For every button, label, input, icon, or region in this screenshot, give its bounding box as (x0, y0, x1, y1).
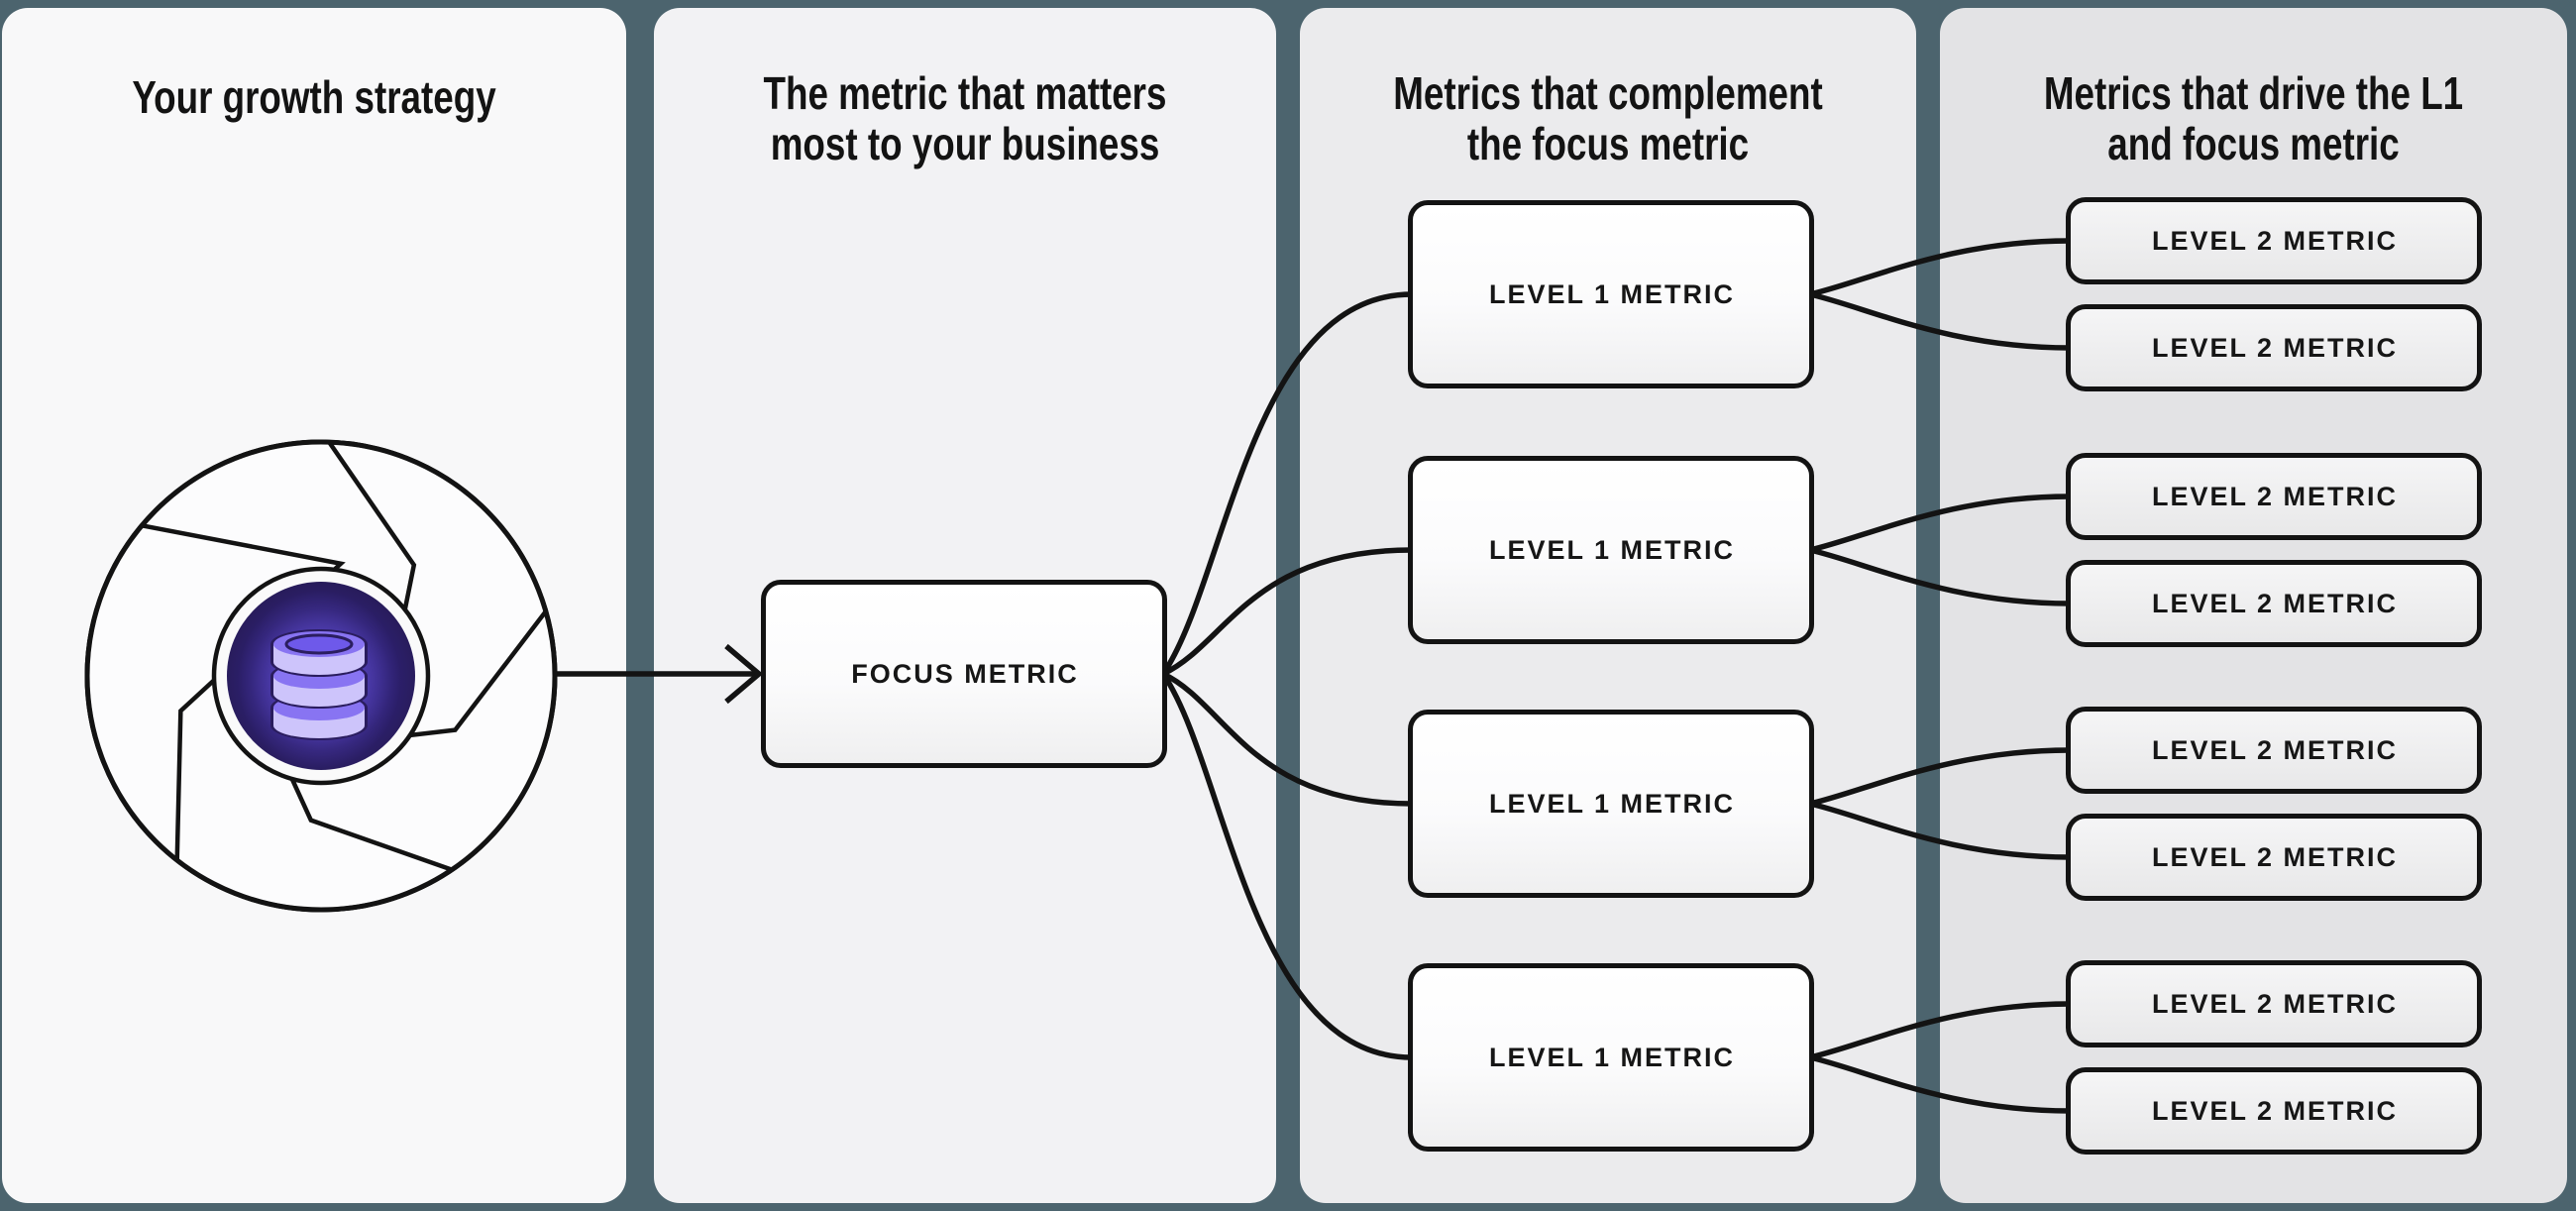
connector-l1c-l2-2 (1809, 801, 2071, 860)
level1-metric-node: LEVEL 1 METRIC (1408, 963, 1814, 1152)
column-title-focus-metric: The metric that matters most to your bus… (716, 68, 1214, 169)
title-line: and focus metric (2107, 118, 2400, 169)
level2-metric-node: LEVEL 2 METRIC (2066, 814, 2482, 901)
level2-metric-node: LEVEL 2 METRIC (2066, 304, 2482, 391)
title-line: Your growth strategy (132, 71, 496, 123)
title-line: Metrics that complement (1393, 67, 1823, 119)
column-title-level1: Metrics that complement the focus metric (1361, 68, 1855, 169)
connector-l1d-l2-2 (1809, 1054, 2071, 1114)
connectors-l1-to-l2 (1809, 238, 2071, 1114)
title-line: The metric that matters (763, 67, 1167, 119)
title-line: Metrics that drive the L1 (2043, 67, 2464, 119)
connector-l1d-l2-1 (1809, 1001, 2071, 1060)
level2-metric-node: LEVEL 2 METRIC (2066, 453, 2482, 540)
title-line: most to your business (770, 118, 1160, 169)
database-icon (238, 591, 400, 769)
connector-focus-l1-4 (1160, 672, 1413, 1060)
connector-l1b-l2-1 (1809, 494, 2071, 553)
connector-l1c-l2-1 (1809, 747, 2071, 807)
connector-l1a-l2-2 (1809, 291, 2071, 351)
focus-metric-node: FOCUS METRIC (761, 580, 1167, 768)
level2-metric-node: LEVEL 2 METRIC (2066, 960, 2482, 1047)
level2-metric-node: LEVEL 2 METRIC (2066, 560, 2482, 647)
flywheel-icon (84, 439, 558, 913)
level1-metric-node: LEVEL 1 METRIC (1408, 200, 1814, 388)
column-title-growth-strategy: Your growth strategy (64, 72, 564, 123)
arrow-flywheel-to-focus (555, 643, 764, 705)
level1-metric-node: LEVEL 1 METRIC (1408, 710, 1814, 898)
level2-metric-node: LEVEL 2 METRIC (2066, 197, 2482, 284)
column-title-level2: Metrics that drive the L1 and focus metr… (2002, 68, 2504, 169)
title-line: the focus metric (1466, 118, 1750, 169)
connector-l1b-l2-2 (1809, 547, 2071, 606)
level2-metric-node: LEVEL 2 METRIC (2066, 707, 2482, 794)
connector-focus-l1-3 (1161, 671, 1413, 807)
level1-metric-node: LEVEL 1 METRIC (1408, 456, 1814, 644)
connector-focus-l1-1 (1160, 291, 1413, 676)
connector-focus-l1-2 (1161, 547, 1413, 677)
level2-metric-node: LEVEL 2 METRIC (2066, 1067, 2482, 1155)
connector-l1a-l2-1 (1809, 238, 2071, 297)
connectors-focus-to-l1 (1160, 291, 1413, 1060)
